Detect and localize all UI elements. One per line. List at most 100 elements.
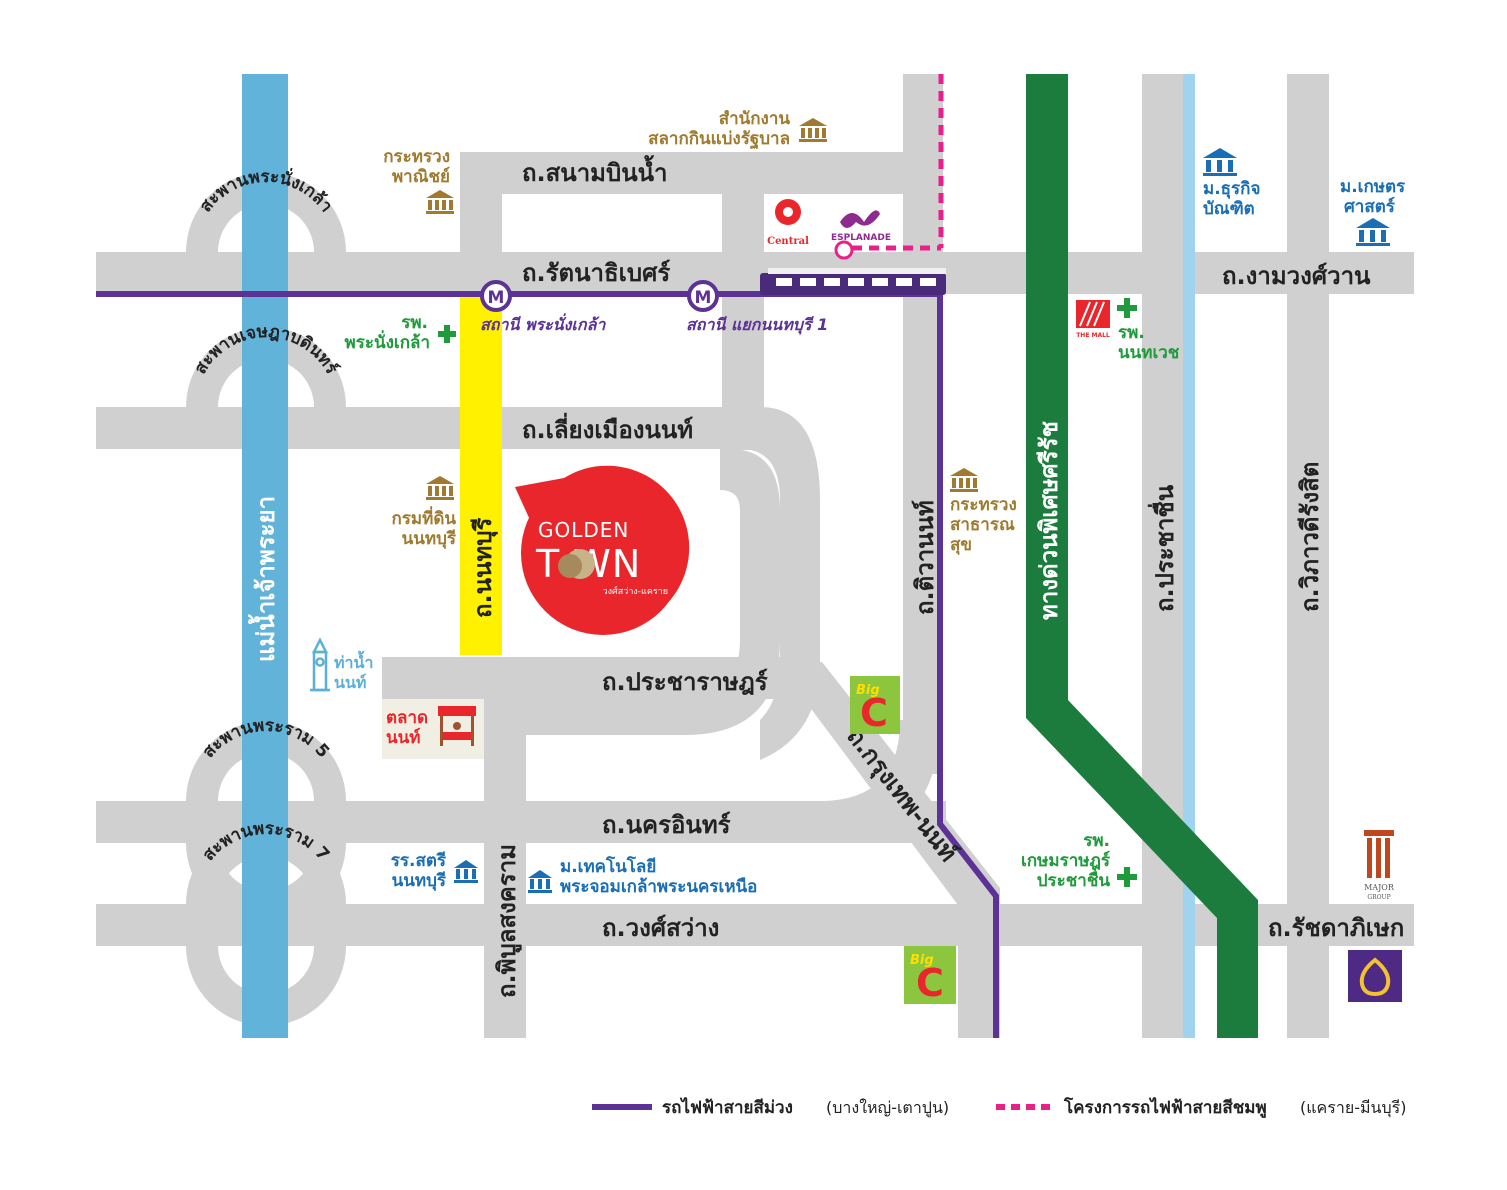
university-icon — [1203, 148, 1237, 176]
label-pracharat: ถ.ประชาราษฎร์ — [602, 668, 768, 696]
road-network — [96, 74, 1414, 1038]
svg-text:พาณิชย์: พาณิชย์ — [392, 166, 450, 187]
canal — [1183, 74, 1195, 1038]
place-girls-school[interactable]: รร.สตรี นนทบุรี — [391, 850, 478, 891]
road-vibhavadi — [1287, 74, 1329, 1038]
svg-text:รร.สตรี: รร.สตรี — [391, 850, 447, 871]
svg-text:นนท์: นนท์ — [334, 673, 366, 692]
place-nonthaburi-pier[interactable]: ท่าน้ำ นนท์ — [310, 637, 373, 692]
major-pillar-icon — [1364, 830, 1394, 878]
svg-text:ESPLANADE: ESPLANADE — [831, 233, 891, 243]
the-mall-logo[interactable]: THE MALL — [1076, 300, 1110, 339]
golden-town-o-icon — [558, 549, 595, 579]
svg-text:กระทรวง: กระทรวง — [950, 495, 1017, 515]
label-nakhon-in: ถ.นครอินทร์ — [602, 811, 731, 839]
label-vibhavadi: ถ.วิภาวดีรังสิต — [1296, 462, 1324, 612]
place-health-ministry[interactable]: กระทรวง สาธารณ สุข — [950, 468, 1017, 555]
label-wong-sawang: ถ.วงศ์สว่าง — [602, 914, 719, 942]
place-phra-nang-klao-hospital[interactable]: รพ. พระนั่งเกล้า — [345, 313, 456, 353]
government-building-icon — [799, 118, 827, 142]
golden-town-marker[interactable]: GOLDEN T WN วงศ์สว่าง-แคราย — [515, 465, 690, 635]
university-icon — [528, 870, 552, 893]
road-nonthaburi — [460, 294, 502, 655]
station-khaek-nonthaburi-icon[interactable]: M — [687, 280, 719, 312]
svg-text:กระทรวง: กระทรวง — [383, 147, 450, 167]
svg-text:ตลาด: ตลาด — [386, 708, 428, 728]
svg-text:ท่าน้ำ: ท่าน้ำ — [334, 650, 373, 672]
label-ngamwongwan: ถ.งามวงศ์วาน — [1222, 262, 1371, 290]
hospital-cross-icon — [1117, 298, 1137, 318]
label-prachachuen: ถ.ประชาชื่น — [1147, 484, 1179, 612]
expressway-si-rat — [1026, 74, 1258, 1038]
place-dhurakij-university[interactable]: ม.ธุรกิจ บัณฑิต — [1203, 148, 1260, 219]
big-c-logo-1[interactable]: Big C — [850, 676, 900, 735]
svg-text:สลากกินแบ่งรัฐบาล: สลากกินแบ่งรัฐบาล — [648, 129, 790, 150]
government-building-icon — [950, 468, 978, 492]
big-c-logo-2[interactable]: Big C — [904, 946, 956, 1005]
bridge-arc-3b — [186, 721, 346, 801]
svg-text:พระจอมเกล้าพระนครเหนือ: พระจอมเกล้าพระนครเหนือ — [560, 876, 757, 897]
place-land-office[interactable]: กรมที่ดิน นนทบุรี — [392, 476, 457, 549]
label-sanam-bin-nam: ถ.สนามบินน้ำ — [522, 154, 668, 187]
government-building-icon — [426, 190, 454, 214]
government-building-icon — [426, 476, 454, 500]
svg-text:นนทเวช: นนทเวช — [1118, 343, 1180, 363]
chao-phraya-river — [242, 74, 288, 1038]
svg-text:Central: Central — [767, 236, 809, 247]
road-liang-mueang-east — [502, 407, 722, 449]
svg-text:ม.ธุรกิจ: ม.ธุรกิจ — [1203, 179, 1260, 199]
clock-tower-icon — [310, 637, 330, 692]
svg-text:บัณฑิต: บัณฑิต — [1203, 199, 1255, 219]
hospital-cross-icon — [438, 325, 456, 343]
place-nonthavej-hospital[interactable]: รพ. นนทเวช — [1117, 298, 1180, 363]
place-commerce-ministry[interactable]: กระทรวง พาณิชย์ — [383, 147, 454, 214]
label-river: แม่น้ำเจ้าพระยา — [247, 496, 280, 662]
svg-text:รพ.: รพ. — [1118, 323, 1145, 343]
pink-line — [852, 74, 944, 251]
label-station-phra-nang-klao: สถานี พระนั่งเกล้า — [480, 313, 606, 334]
legend-purple-title: รถไฟฟ้าสายสีม่วง — [662, 1097, 793, 1118]
bridge-arc-3 — [186, 843, 346, 923]
place-kmutnb[interactable]: ม.เทคโนโลยี พระจอมเกล้าพระนครเหนือ — [528, 856, 757, 897]
school-icon — [454, 860, 478, 883]
metro-symbol: M — [488, 288, 505, 308]
legend-pink-title: โครงการรถไฟฟ้าสายสีชมพู — [1063, 1097, 1267, 1119]
label-tiwanon: ถ.ติวานนท์ — [911, 500, 939, 615]
place-nonthaburi-market[interactable]: ตลาด นนท์ — [382, 699, 484, 759]
scb-logo[interactable] — [1348, 950, 1402, 1002]
svg-text:สุข: สุข — [950, 535, 972, 555]
road-sanam-bin-nam — [460, 152, 942, 194]
central-logo[interactable]: Central — [767, 199, 809, 247]
svg-text:ศาสตร์: ศาสตร์ — [1344, 196, 1396, 217]
label-rattanathibet: ถ.รัตนาธิเบศร์ — [522, 259, 670, 287]
esplanade-logo[interactable]: ESPLANADE — [831, 210, 891, 243]
road-krungthep-non — [776, 662, 1000, 1038]
svg-text:ม.เกษตร: ม.เกษตร — [1340, 177, 1406, 197]
label-expressway: ทางด่วนพิเศษศรีรัช — [1035, 421, 1063, 620]
road-pracharat — [382, 657, 792, 699]
place-kasemrad-hospital[interactable]: รพ. เกษมราษฎร์ ประชาชื่น — [1021, 831, 1137, 891]
svg-text:รพ.: รพ. — [1083, 831, 1110, 851]
major-cineplex-logo[interactable]: MAJOR GROUP — [1364, 830, 1395, 901]
road-liang-mueang-curve — [520, 407, 780, 735]
label-liang-mueang-non: ถ.เลี่ยงเมืองนนท์ — [522, 412, 693, 444]
svg-text:Big: Big — [856, 683, 880, 698]
svg-text:กรมที่ดิน: กรมที่ดิน — [392, 506, 457, 529]
golden-town-title-1: GOLDEN — [538, 518, 629, 542]
market-stall-icon — [438, 706, 476, 746]
place-lottery-office[interactable]: สำนักงาน สลากกินแบ่งรัฐบาล — [648, 109, 827, 150]
station-phra-nang-klao-icon[interactable]: M — [480, 280, 512, 312]
pink-station-icon — [834, 240, 854, 260]
place-kasetsart-university[interactable]: ม.เกษตร ศาสตร์ — [1340, 177, 1406, 246]
svg-text:Big: Big — [910, 953, 934, 968]
svg-text:นนทบุรี: นนทบุรี — [392, 870, 447, 891]
svg-text:C: C — [916, 961, 944, 1005]
svg-text:ประชาชื่น: ประชาชื่น — [1037, 868, 1111, 891]
label-phibun-songkhram: ถ.พิบูลสงคราม — [493, 844, 522, 998]
svg-text:C: C — [860, 691, 888, 735]
legend-purple-sub: (บางใหญ่-เตาปูน) — [826, 1098, 949, 1118]
label-nonthaburi-road: ถ.นนทบุรี — [469, 517, 499, 618]
university-icon — [1356, 218, 1390, 246]
scb-emblem-icon — [1359, 957, 1391, 997]
